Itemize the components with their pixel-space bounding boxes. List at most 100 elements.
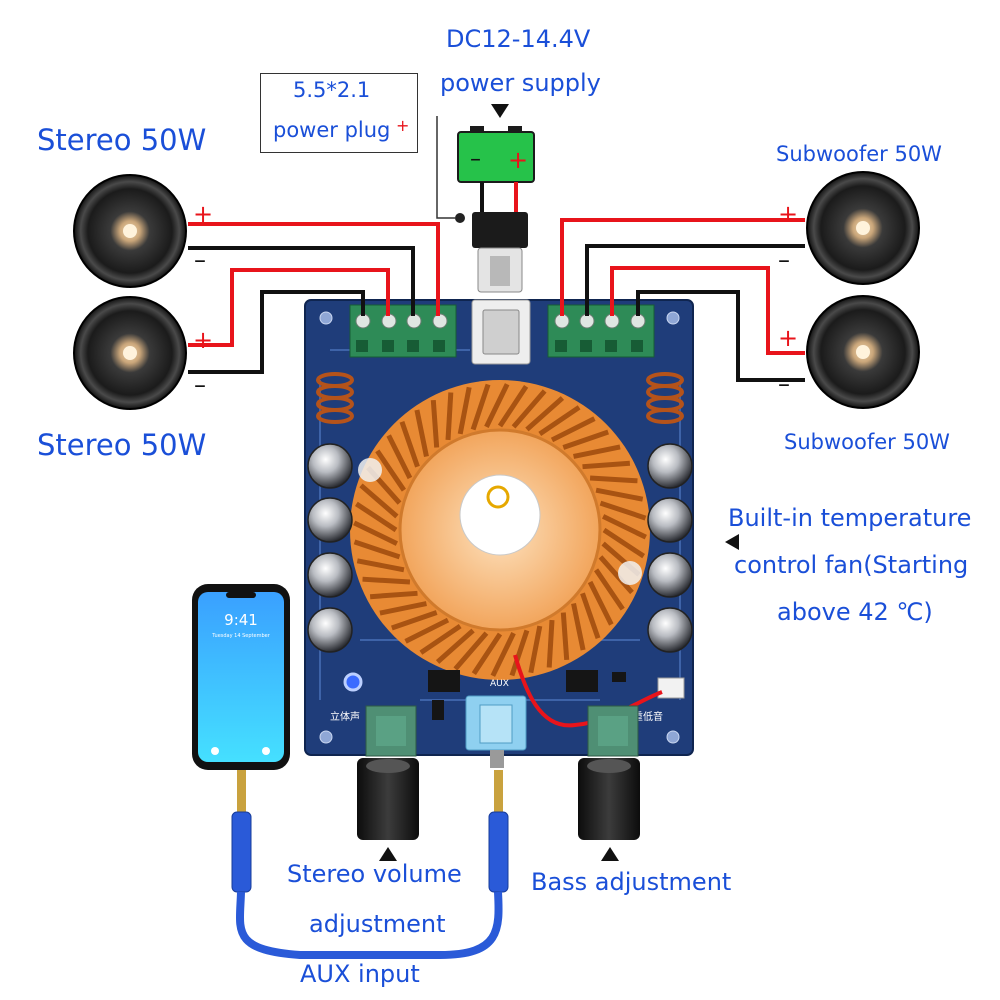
heatsink-fin [391,610,438,631]
heatsink-fin [414,409,429,457]
stereo-volume-potentiometer [357,705,419,840]
heatsink-fin [354,501,398,533]
heatsink-fin [453,631,489,671]
flashlight-icon [211,747,219,755]
heatsink-fin [356,558,405,573]
heatsink-fin [445,392,454,441]
power-leads [480,182,518,214]
phone-screen [198,592,284,762]
heatsink-fin [589,475,638,484]
stereo-bottom-label: Stereo 50W [37,428,207,462]
heatsink-fin [471,632,503,676]
svg-text:+: + [193,200,213,228]
fan-label-line3: above 42 ℃) [777,598,933,626]
subwoofer-speaker-top [806,171,920,285]
heatsink-fin [399,421,420,468]
fan-logo-icon [486,485,510,509]
stereo-volume-label-line1: Stereo volume [287,860,462,888]
camera-icon [262,747,270,755]
svg-text:–: – [194,371,206,399]
heatsink-fin [562,429,609,450]
inductor-left [316,372,354,424]
power-led [343,672,363,692]
bass-adjustment-label: Bass adjustment [531,868,732,896]
heatsink-fin [546,619,555,668]
board-bass-label: 重低音 [633,710,663,723]
polarity-marks: + – + – + – + – [193,200,798,399]
heatsink-fin [470,383,491,431]
plug-plus-mark: + [396,116,410,135]
stereo-volume-pointer [379,847,397,861]
fan-connector [657,677,685,699]
subwoofer-top-label: Subwoofer 50W [776,142,942,166]
heatsink-fin [404,617,450,644]
capacitors [307,443,693,653]
heatsink-fin [369,590,418,600]
aux-jack [465,695,527,768]
svg-text:+: + [508,146,528,174]
bass-potentiometer [578,705,640,840]
stereo-volume-label-line2: adjustment [309,910,446,938]
speaker-wires-right [560,218,805,382]
heatsink-fin [602,527,646,559]
power-supply-label: power supply [440,69,601,97]
fan-wire [513,654,663,728]
svg-text:–: – [470,147,481,172]
heatsink-fin [362,576,411,585]
heatsink-fin [375,449,406,492]
heatsink-fin [580,592,601,639]
heatsink-fin [528,625,543,674]
plug-name-label: power plug [273,118,391,142]
heatsink-fin [525,396,565,432]
board-aux-label: AUX [490,679,509,689]
power-supply-pointer [491,104,509,118]
svg-text:–: – [194,246,206,274]
subwoofer-bottom-label: Subwoofer 50W [784,430,950,454]
fan-label-line2: control fan(Starting [734,551,969,579]
svg-text:+: + [778,200,798,228]
board-dc-jack [471,299,531,365]
heatsink-fin [386,434,413,480]
heatsink-fin [511,389,547,429]
phone-time: 9:41 [224,611,258,629]
heatsink-fin [594,568,625,611]
heatsink-fin [353,520,398,546]
heatsink-fin [497,384,529,428]
svg-text:–: – [778,370,790,398]
heatsink-fin [538,405,581,436]
heatsink-fin [550,416,596,443]
heatsink-fin [419,624,462,655]
heatsink-fin [571,603,586,651]
heatsink-fin [430,399,440,448]
heatsink-fin [602,514,647,540]
board-stereo-label: 立体声 [330,710,360,723]
aux-cable [231,770,509,959]
battery-icon: – + [457,126,535,183]
heatsink-fin [599,500,647,521]
heatsink-fin [379,601,427,616]
heatsink-fin [353,539,401,560]
heatsink-fin [484,383,510,428]
stereo-top-label: Stereo 50W [37,123,207,157]
left-terminal-block [349,304,457,358]
heatsink-fin [582,460,631,470]
plug-size-label: 5.5*2.1 [293,78,371,102]
heatsink-fin [587,580,614,626]
fan-pointer [725,534,739,550]
stereo-speaker-bottom [73,296,187,410]
ic-chips [428,670,626,720]
svg-text:–: – [778,246,790,274]
bass-pointer [601,847,619,861]
fan-label-line1: Built-in temperature [728,504,972,532]
speaker-wires-left [188,222,440,374]
phone-date: Tuesday 14 September [211,633,270,639]
plug-callout-line [436,116,455,219]
heatsink-fin [509,629,530,677]
phone: 9:41 Tuesday 14 September [192,584,290,770]
board-mounting-holes [319,311,680,744]
dc-power-plug [472,212,528,293]
heatsink-fin [598,555,634,595]
svg-text:+: + [778,324,798,352]
fan-label-sticker [459,474,541,556]
